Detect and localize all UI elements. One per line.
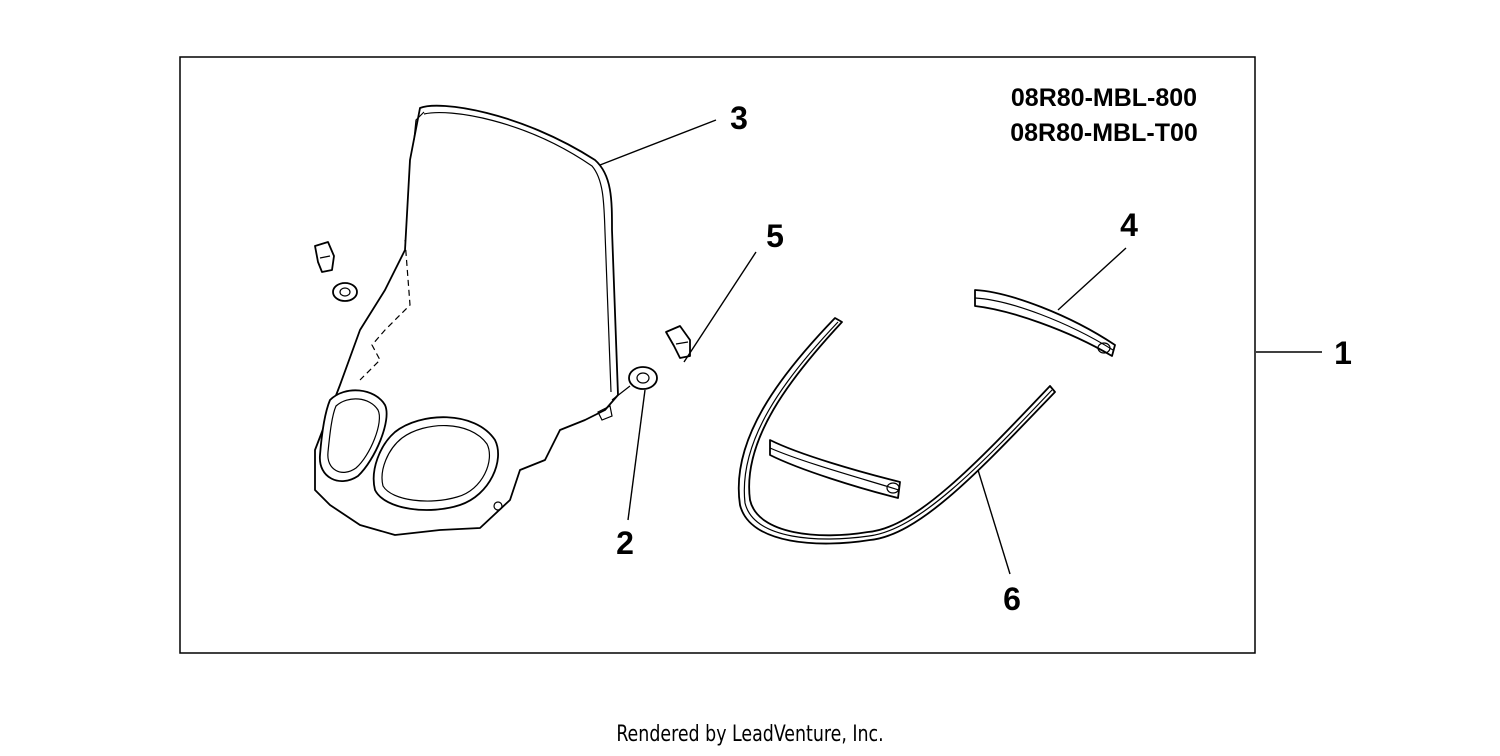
callout-6: 6 [1003, 581, 1021, 617]
callout-2: 2 [616, 525, 634, 561]
diagram-frame [179, 56, 1256, 654]
callout-3: 3 [730, 100, 748, 136]
grommet-part-2 [611, 366, 658, 401]
leader-3 [599, 119, 717, 166]
leader-5 [683, 251, 757, 363]
seal-strip-lower [769, 439, 901, 499]
clip-part-5 [665, 325, 691, 359]
seal-part-4 [974, 289, 1116, 357]
part-number-2: 08R80-MBL-T00 [1010, 119, 1198, 147]
seal-part-6 [737, 317, 1056, 545]
windscreen [314, 104, 619, 536]
leader-2 [627, 389, 646, 521]
callout-1: 1 [1334, 335, 1352, 371]
callout-4: 4 [1120, 207, 1138, 243]
callout-5: 5 [766, 218, 784, 254]
leader-6 [977, 469, 1011, 575]
left-clip [314, 241, 335, 273]
footer-credit: Rendered by LeadVenture, Inc. [616, 722, 884, 747]
left-grommet [332, 282, 358, 302]
leader-4 [1057, 247, 1127, 311]
part-number-1: 08R80-MBL-800 [1011, 84, 1197, 112]
